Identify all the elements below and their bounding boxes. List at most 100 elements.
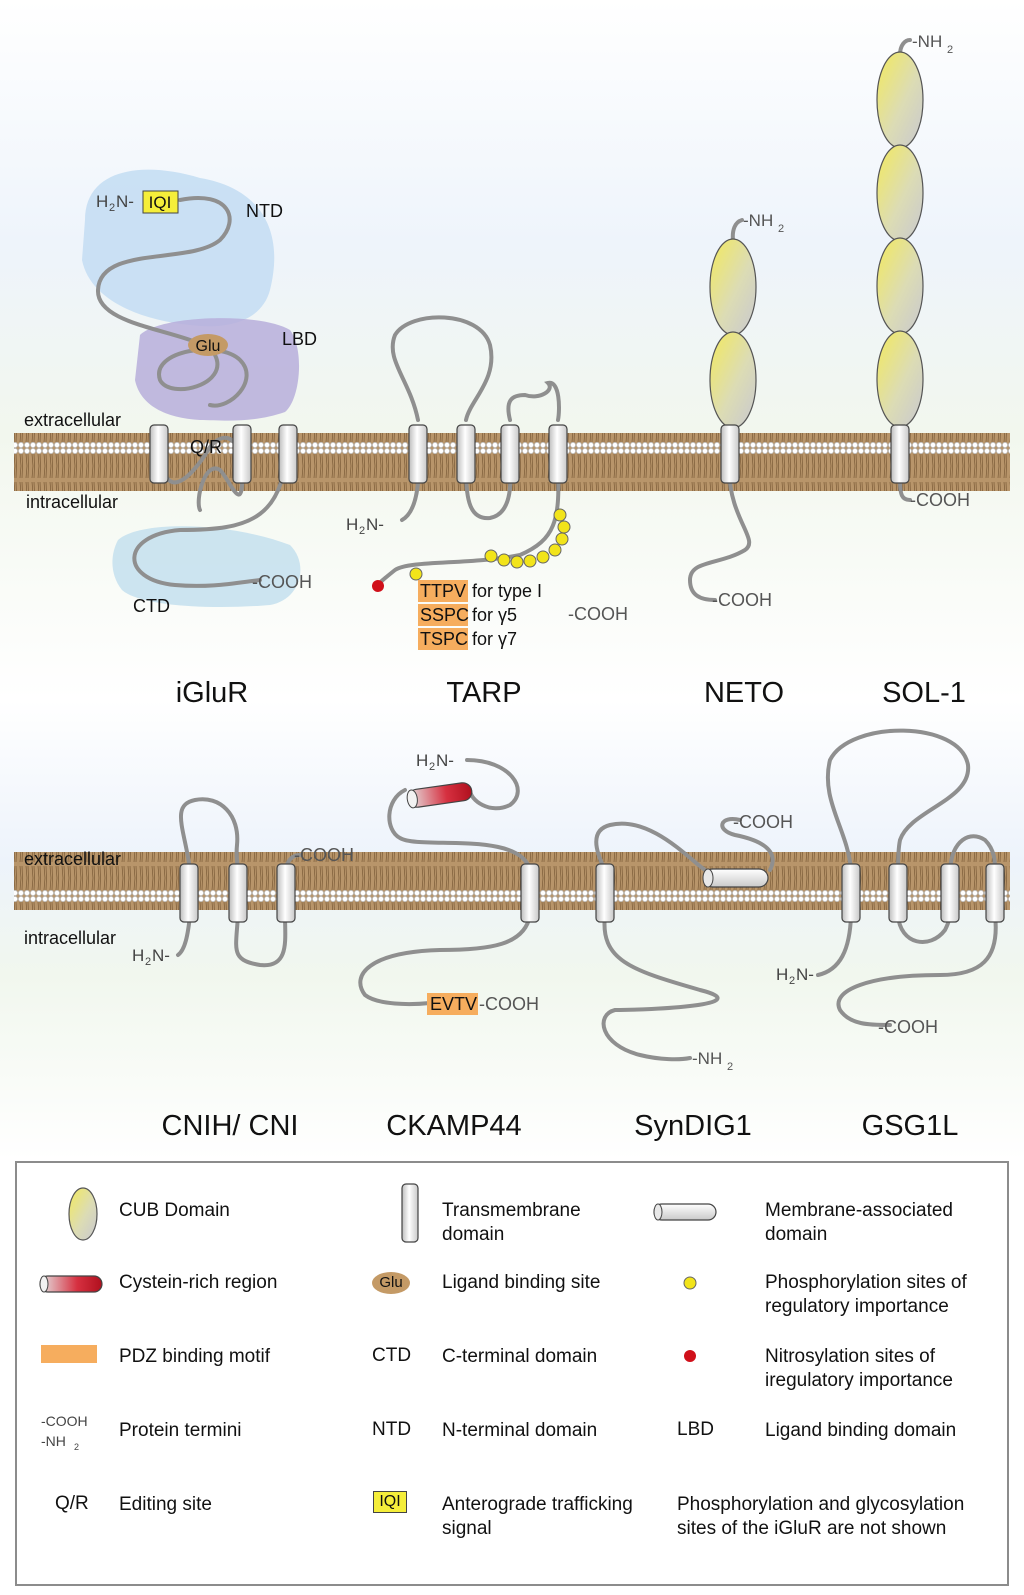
sol1-nh2: -NH — [912, 32, 942, 51]
cnih-nterm-sub: 2 — [145, 956, 151, 968]
membrane-associated-domain — [702, 868, 769, 888]
cnih-name: CNIH/ CNI — [162, 1110, 299, 1142]
tarp-motif-2: SSPC — [420, 605, 469, 625]
tarp-motif-1: TTPV — [420, 581, 466, 601]
termini-nh2-sub: 2 — [74, 1442, 80, 1452]
tarp-phosphorylation-sites — [409, 508, 571, 581]
legend-iqi-label: Anterograde trafficking signal — [442, 1494, 633, 1539]
cnih-tm-1 — [179, 863, 199, 923]
tarp-nterm-sub: 2 — [359, 525, 365, 537]
iglur-name: iGluR — [176, 677, 249, 709]
label-extracellular-bottom: extracellular — [24, 849, 121, 869]
gsg1l-nterm-sub: 2 — [789, 975, 795, 987]
glu-label: Glu — [196, 338, 221, 355]
glu-icon: Glu — [372, 1272, 410, 1294]
gsg1l-tm-3 — [940, 863, 960, 923]
iqi-box — [142, 190, 179, 214]
neto-chain — [687, 218, 752, 602]
neto-nh2-sub: 2 — [778, 223, 784, 235]
termini-symbol: -COOH -NH — [41, 1413, 88, 1449]
sol1-name: SOL-1 — [882, 677, 966, 709]
syndig1-tm — [595, 863, 615, 923]
cnih-chain — [176, 797, 302, 968]
cysteine-rich-region — [406, 782, 473, 809]
ckamp44-nterm-h: H — [416, 751, 428, 770]
legend-phos-label: Phosphorylation sites of regulatory impo… — [765, 1272, 967, 1317]
gsg1l-tm-1 — [841, 863, 861, 923]
iglur-tm-1 — [149, 424, 169, 484]
label-intracellular-bottom: intracellular — [24, 928, 116, 948]
syndig1-nh2-sub: 2 — [727, 1061, 733, 1073]
ckamp44-motif-box — [427, 993, 478, 1015]
membrane-associated-domain-icon — [653, 1203, 717, 1221]
tarp-motif-3: TSPC — [420, 629, 468, 649]
legend-tm-label: Transmembrane domain — [442, 1200, 581, 1245]
pdz-motif-icon — [41, 1345, 97, 1363]
legend-ctd-label: C-terminal domain — [442, 1346, 598, 1367]
syndig1-name: SynDIG1 — [634, 1110, 752, 1142]
cnih-nterm-n: N- — [152, 946, 170, 965]
iglur-cooh: -COOH — [252, 572, 312, 592]
ntd-label: NTD — [246, 201, 283, 221]
neto-cub-1 — [709, 238, 757, 336]
tarp-nterm-h: H — [346, 515, 358, 534]
cnih-cooh: -COOH — [294, 845, 354, 865]
ckamp44-nterm-n: N- — [436, 751, 454, 770]
legend-note: Phosphorylation and glycosylation sites … — [677, 1494, 965, 1539]
ckamp44-cooh: -COOH — [479, 994, 539, 1014]
tarp-nitrosylation-site — [372, 580, 384, 592]
legend-ntd-label: N-terminal domain — [442, 1420, 598, 1441]
sol1-tm — [890, 424, 910, 484]
legend-lbd-label: Ligand binding domain — [765, 1420, 957, 1441]
ckamp44-tm — [520, 863, 540, 923]
cub-domain-icon — [68, 1187, 98, 1241]
ntd-symbol: NTD — [372, 1419, 412, 1440]
sol1-nh2-sub: 2 — [947, 44, 953, 56]
legend-termini-label: Protein termini — [119, 1420, 242, 1441]
gsg1l-tm-2 — [888, 863, 908, 923]
ckamp44-name: CKAMP44 — [386, 1110, 521, 1142]
iglur-nterm-n: N- — [116, 192, 134, 211]
sol1-cub-3 — [876, 237, 924, 335]
tarp-motif-2-box — [418, 604, 468, 626]
iqi-label: IQI — [149, 193, 172, 212]
qr-symbol: Q/R — [55, 1493, 89, 1514]
syndig1-nh2: -NH — [692, 1049, 722, 1068]
legend-cub-label: CUB Domain — [119, 1200, 230, 1221]
ctd-domain — [112, 526, 301, 608]
lbd-label: LBD — [282, 329, 317, 349]
cnih-tm-2 — [228, 863, 248, 923]
tarp-motif-1-label: for type I — [472, 581, 542, 601]
nitrosylation-site-icon — [684, 1350, 696, 1362]
gsg1l-name: GSG1L — [862, 1110, 959, 1142]
iglur-nterm-sub: 2 — [109, 202, 115, 214]
ctd-label: CTD — [133, 596, 170, 616]
syndig1-chain — [594, 817, 775, 1062]
sol1-cub-1 — [876, 51, 924, 149]
neto-cooh: -COOH — [712, 590, 772, 610]
iglur-tm-2 — [232, 424, 252, 484]
legend-cys-label: Cystein-rich region — [119, 1272, 278, 1293]
gsg1l-tm-4 — [985, 863, 1005, 923]
tarp-tm-2 — [456, 424, 476, 484]
tarp-motif-1-box — [418, 580, 468, 602]
legend-qr-label: Editing site — [119, 1494, 212, 1515]
tarp-motif-3-box — [418, 628, 468, 650]
sol1-cooh: -COOH — [910, 490, 970, 510]
neto-cub-2 — [709, 331, 757, 429]
ckamp44-motif: EVTV — [430, 994, 477, 1014]
syndig1-cooh: -COOH — [733, 812, 793, 832]
tarp-tm-4 — [548, 424, 568, 484]
tarp-nterm-n: N- — [366, 515, 384, 534]
transmembrane-domain-icon — [401, 1183, 419, 1243]
iqi-icon: IQI — [373, 1491, 407, 1513]
gsg1l-chain — [816, 728, 998, 1027]
lbd-symbol: LBD — [677, 1419, 714, 1440]
cnih-tm-3 — [276, 863, 296, 923]
legend: CUB Domain Transmembrane domain Membrane… — [15, 1161, 1009, 1586]
legend-nitro-label: Nitrosylation sites of iregulatory impor… — [765, 1346, 953, 1391]
iglur-tm-3 — [278, 424, 298, 484]
cnih-nterm-h: H — [132, 946, 144, 965]
neto-tm — [720, 424, 740, 484]
sol1-cub-4 — [876, 330, 924, 428]
